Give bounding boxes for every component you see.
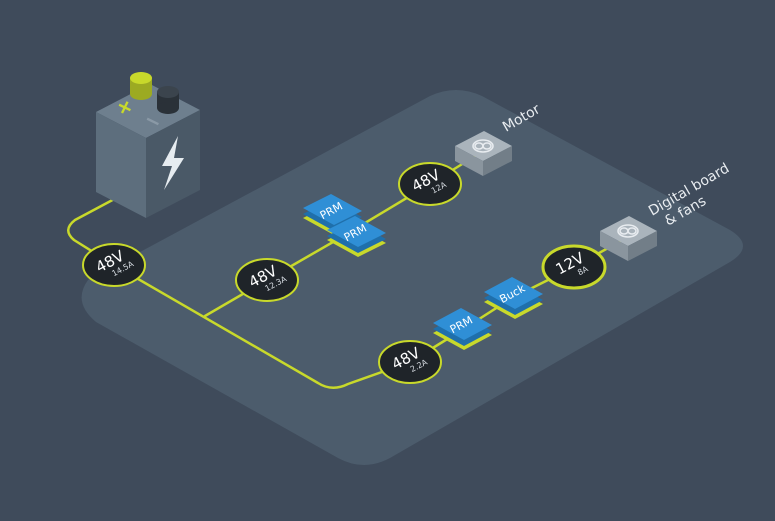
battery: + − [96,72,200,218]
node-upper-branch: 48V 12.3A [235,258,299,302]
wire-source-to-lower [112,263,412,389]
fan-icon [617,224,639,238]
negative-terminal [157,86,179,114]
motor-box-left [455,146,483,176]
prm-block-lower: PRM [433,308,492,350]
motor-box-right [483,146,512,176]
fan-icon [472,139,494,153]
buck-block: Buck [484,277,543,319]
node-board-feed: 12V 8A [541,244,607,290]
positive-terminal [130,72,152,100]
battery-left-face [96,112,146,218]
node-motor-feed: 48V 12A [398,162,462,206]
prm-block-upper-2: PRM [327,216,386,257]
board-box-right [628,231,657,261]
board-box-left [600,231,628,261]
node-lower-branch: 48V 2.2A [378,340,442,384]
platform [81,90,744,465]
lightning-bolt-icon [162,136,184,190]
node-source: 48V 14.5A [82,243,146,287]
wire-battery-to-source [67,194,122,267]
